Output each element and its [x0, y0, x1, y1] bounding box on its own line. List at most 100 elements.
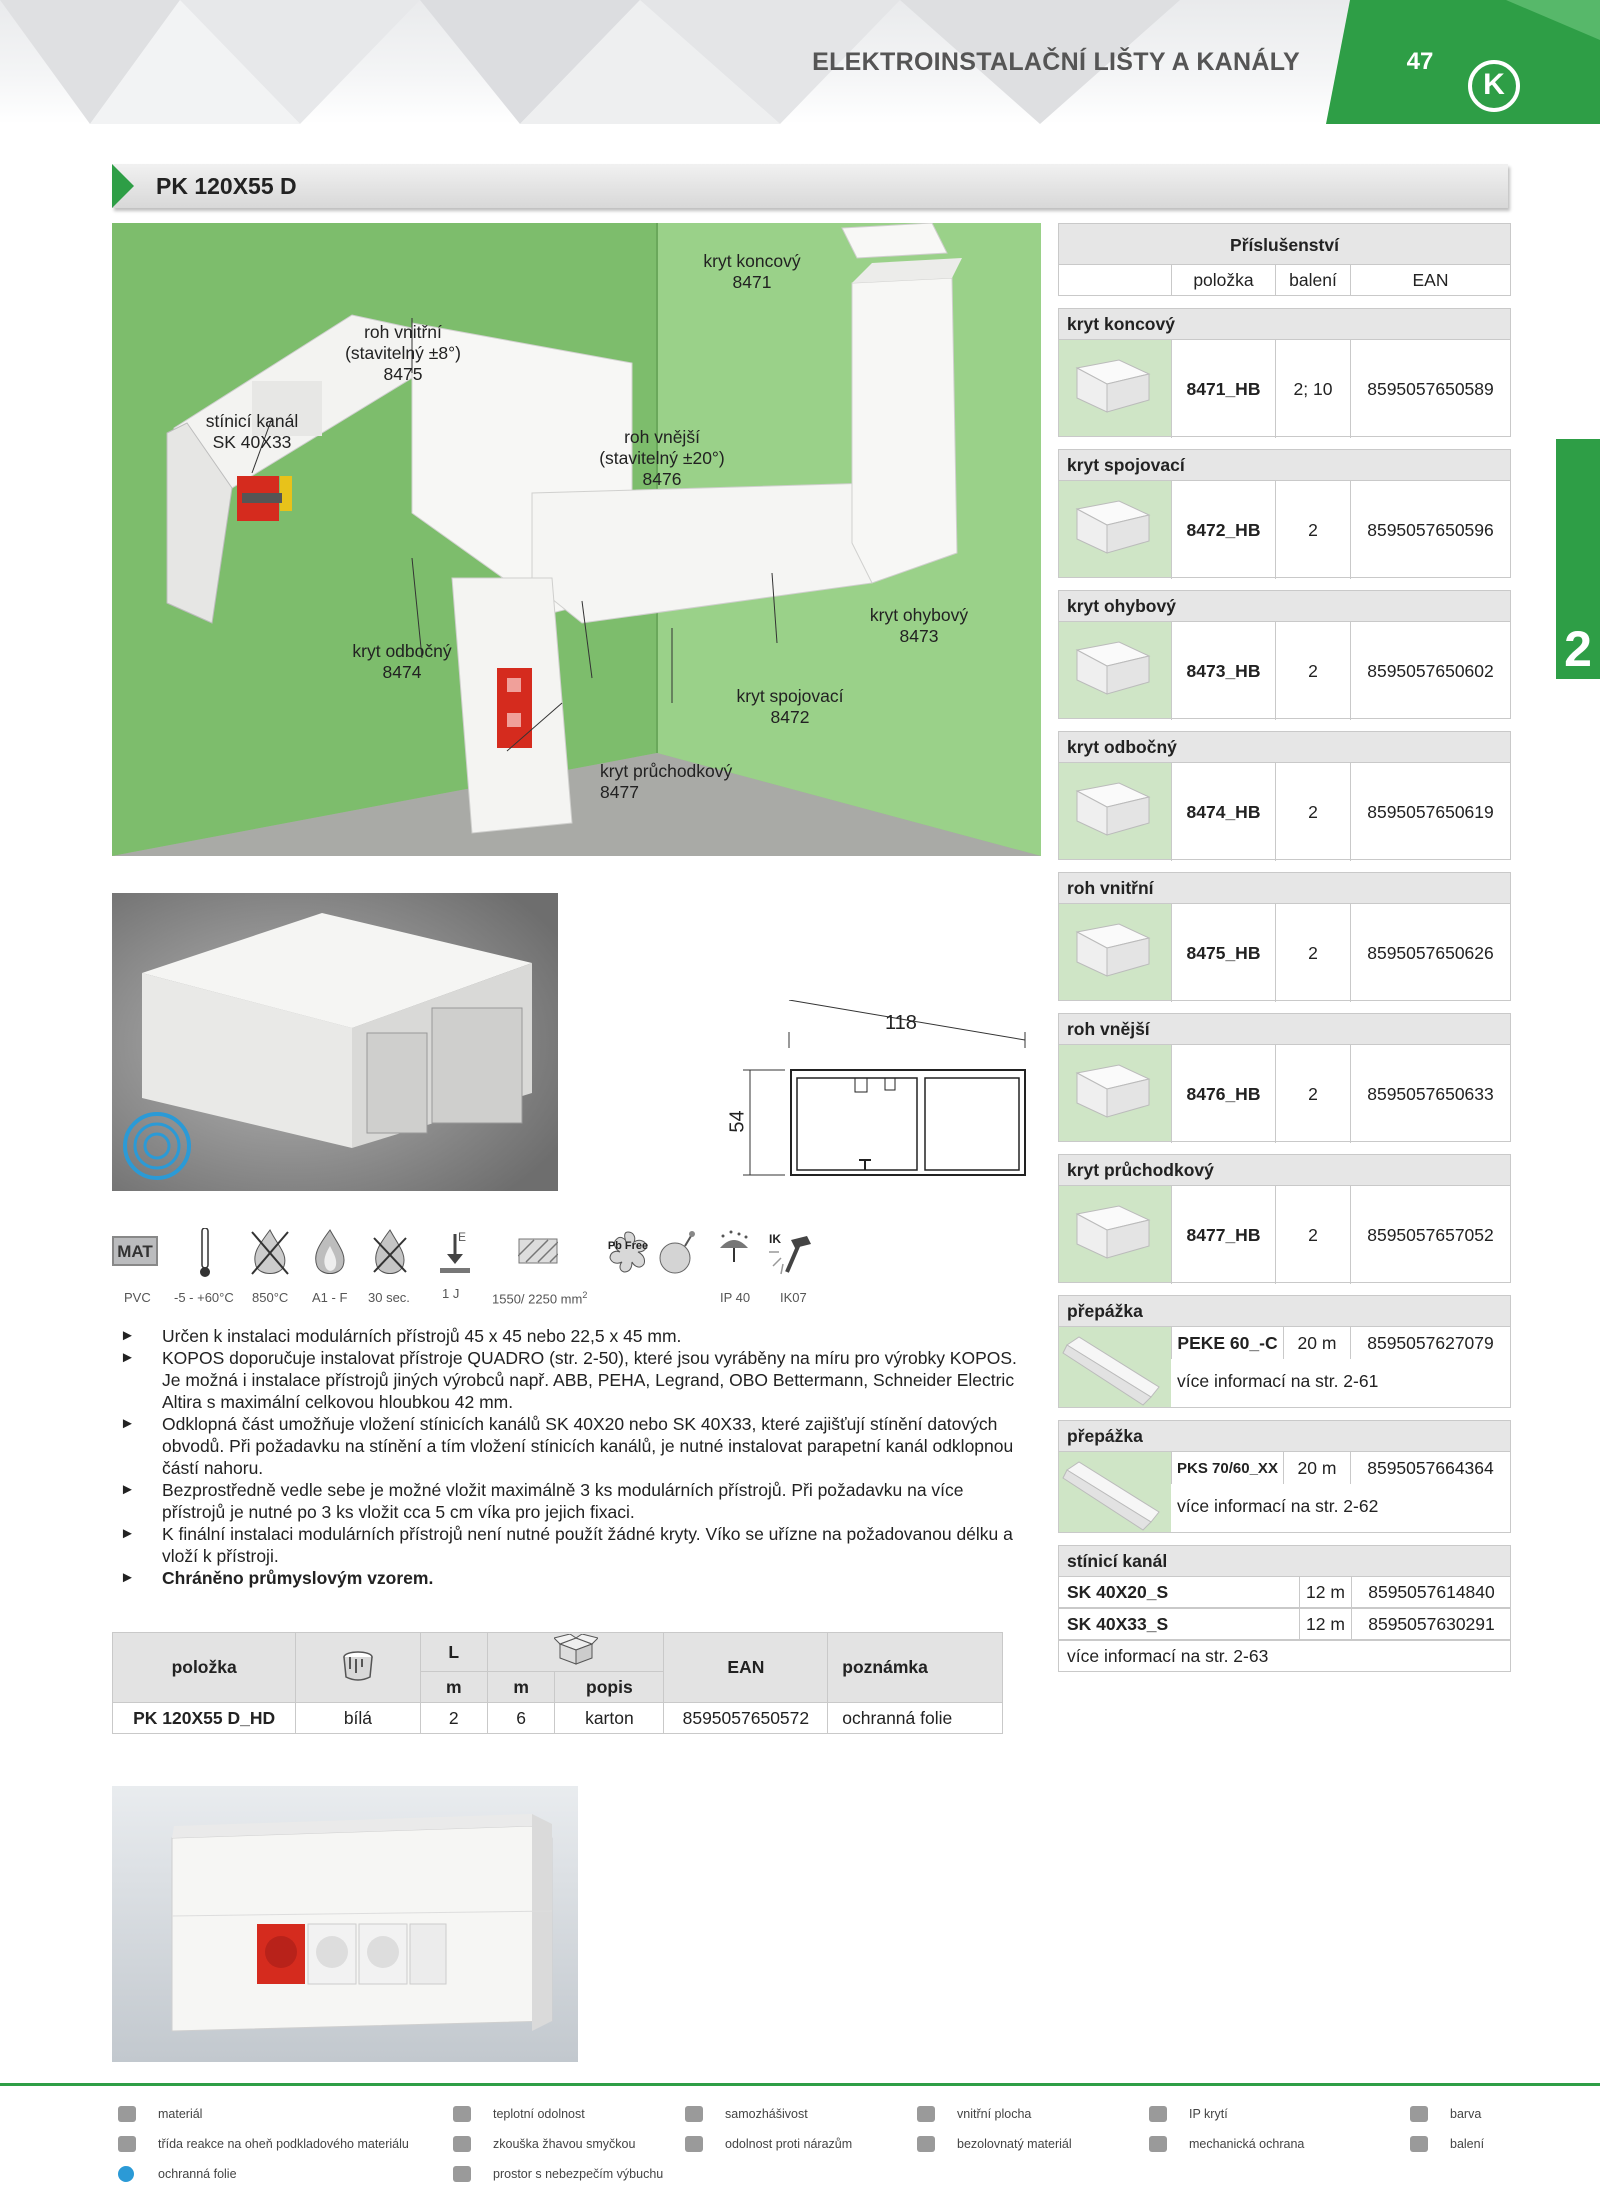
legend-label: samozhášivost [725, 2107, 808, 2121]
accessory-image [1059, 763, 1171, 859]
thermometer-icon [200, 1228, 210, 1277]
protective-foil-icon [118, 2166, 134, 2182]
feature-item: Bezprostředně vedle sebe je možné vložit… [120, 1479, 1020, 1523]
shield-pack: 12 m [1299, 1609, 1351, 1639]
legend-label: třída reakce na oheň podkladového materi… [158, 2137, 409, 2151]
accessory-ean: 8595057650589 [1350, 340, 1510, 438]
title-arrow-icon [112, 164, 134, 208]
accessory-section-title: přepážka [1058, 1420, 1511, 1452]
accessory-code: PKS 70/60_XX [1171, 1452, 1283, 1484]
paint-bucket-icon [1410, 2106, 1428, 2122]
accessory-section-title: kryt průchodkový [1058, 1154, 1511, 1186]
accessory-ean: 8595057650602 [1350, 622, 1510, 720]
shield-ean: 8595057630291 [1351, 1609, 1511, 1639]
paint-bucket-icon [343, 1651, 373, 1681]
accessory-code: 8473_HB [1171, 622, 1275, 720]
accessory-section-title: kryt koncový [1058, 308, 1511, 340]
accessory-code: 8477_HB [1171, 1186, 1275, 1284]
accessory-pack: 2 [1275, 763, 1350, 861]
product-photo [112, 893, 558, 1191]
package-icon [1410, 2136, 1428, 2152]
accessory-image [1059, 904, 1171, 1000]
legend-label: vnitřní plocha [957, 2107, 1032, 2121]
feature-item: Určen k instalaci modulárních přístrojů … [120, 1325, 1020, 1347]
chapter-tab[interactable] [1556, 439, 1600, 679]
col-length: L [419, 1632, 488, 1672]
product-title-bar [112, 164, 1508, 208]
feature-item: K finální instalaci modulárních přístroj… [120, 1523, 1020, 1567]
accessory-section-title: kryt ohybový [1058, 590, 1511, 622]
accessory-code: 8474_HB [1171, 763, 1275, 861]
halogen-free-icon: Pb Free [604, 1228, 652, 1276]
legend-label: balení [1450, 2137, 1485, 2151]
col-item: položka [111, 1632, 297, 1703]
cell-note: ochranná folie [827, 1702, 1003, 1734]
ip-rating-icon [720, 1230, 748, 1262]
accessories-title: Příslušenství [1058, 223, 1511, 265]
symbol-label-extinguish-time: 30 sec. [368, 1290, 410, 1305]
accessory-code: 8472_HB [1171, 481, 1275, 579]
accessory-code: 8476_HB [1171, 1045, 1275, 1143]
inner-area-icon [518, 1238, 558, 1264]
feature-item: Chráněno průmyslovým vzorem. [120, 1567, 1020, 1589]
cross-section-drawing: 118 54 [727, 999, 1035, 1200]
cell-ean: 8595057650572 [663, 1702, 829, 1734]
ik-badge: IK [769, 1232, 781, 1246]
shield-code: SK 40X20_S [1067, 1582, 1169, 1602]
legend-label: odolnost proti nárazům [725, 2137, 853, 2151]
feature-list: Určen k instalaci modulárních přístrojů … [120, 1325, 1020, 1589]
logo-letter: K [1483, 68, 1505, 101]
symbol-label-ip: IP 40 [720, 1290, 751, 1305]
accessory-ean: 8595057650626 [1350, 904, 1510, 1002]
legend-label: IP krytí [1189, 2107, 1228, 2121]
page-number-badge [1326, 0, 1600, 124]
acc-col-ean: EAN [1350, 265, 1510, 295]
accessory-pack: 2 [1275, 1186, 1350, 1284]
page-number: 47 [1406, 48, 1434, 75]
header-background [0, 0, 1600, 124]
feature-item: Odklopná část umožňuje vložení stínicích… [120, 1413, 1020, 1479]
order-table: položka L EAN poznámka m m popis PK 120X… [111, 1632, 1003, 1734]
accessory-more-info: více informací na str. 2-61 [1177, 1371, 1379, 1391]
accessory-pack: 20 m [1283, 1327, 1350, 1359]
socket-photo [112, 1786, 578, 2062]
accessory-image [1059, 1327, 1171, 1407]
legend-label: zkouška žhavou smyčkou [493, 2137, 636, 2151]
legend-label: mechanická ochrana [1189, 2137, 1305, 2151]
accessory-section-title: stínicí kanál [1058, 1545, 1511, 1577]
halogen-free-icon [917, 2136, 935, 2152]
col-pack-unit: m [486, 1671, 556, 1703]
accessory-image [1059, 622, 1171, 718]
col-desc: popis [554, 1671, 665, 1703]
col-package [486, 1632, 665, 1672]
acc-col-pack: balení [1275, 265, 1350, 295]
cell-item: PK 120X55 D_HD [111, 1702, 297, 1734]
legend-label: prostor s nebezpečím výbuchu [493, 2167, 664, 2181]
col-ean: EAN [663, 1632, 829, 1703]
ik-protection-icon [1149, 2136, 1167, 2152]
thermometer-icon [453, 2106, 471, 2122]
mat-icon [118, 2106, 136, 2122]
accessory-image [1059, 1452, 1171, 1532]
ik-protection-icon: IK [765, 1228, 815, 1278]
glow-wire-icon [373, 1229, 407, 1274]
package-icon [552, 1632, 599, 1665]
symbol-label-impact: 1 J [442, 1286, 460, 1301]
cell-length: 2 [419, 1702, 488, 1734]
accessory-pack: 2 [1275, 622, 1350, 720]
section-title: ELEKTROINSTALAČNÍ LIŠTY A KANÁLY [812, 48, 1300, 76]
symbol-label-glow-wire: 850°C [252, 1290, 289, 1305]
callout-roh-vnejsi: roh vnější(stavitelný ±20°)8476 [599, 427, 725, 489]
accessory-pack: 2 [1275, 904, 1350, 1002]
accessory-image [1059, 481, 1171, 577]
dimension-width: 118 [885, 1012, 917, 1034]
